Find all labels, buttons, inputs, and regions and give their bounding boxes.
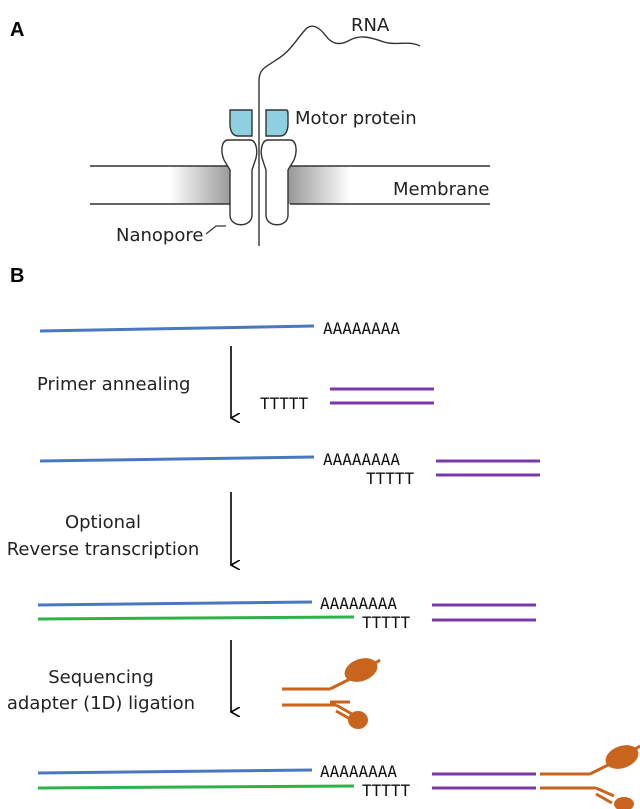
motor-protein-icon: [344, 658, 378, 682]
step-label-adapter-ligation: adapter (1D) ligation: [7, 693, 195, 714]
rna-label: RNA: [351, 15, 390, 36]
polyt-primer: TTTTT: [362, 781, 411, 800]
panel-b: B AAAAAAAA Primer annealing TTTTT AAAAAA…: [7, 265, 640, 809]
nanopore-pointer: [205, 225, 226, 235]
panel-a: A RNA Motor protein Membrane Nanopore: [10, 15, 490, 246]
nanopore-label: Nanopore: [116, 225, 203, 246]
cdna-strand-line: [37, 615, 355, 621]
polyt-primer: TTTTT: [366, 469, 415, 488]
step-label-sequencing: Sequencing: [48, 667, 154, 688]
rna-strand: [258, 25, 421, 246]
polya-tail: AAAAAAAA: [320, 594, 397, 613]
polyt-primer: TTTTT: [260, 394, 309, 413]
motor-protein-label: Motor protein: [295, 108, 417, 129]
row-ligated: AAAAAAAA TTTTT: [37, 744, 640, 809]
tether-icon: [614, 797, 634, 809]
panel-a-label: A: [10, 19, 24, 41]
step-label-reverse-transcription: Reverse transcription: [7, 539, 200, 560]
tether-icon: [348, 711, 368, 729]
sequencing-adapter: [282, 658, 381, 729]
membrane-label: Membrane: [393, 179, 489, 200]
step-label-optional: Optional: [65, 512, 141, 533]
motor-protein: [229, 109, 289, 137]
cdna-strand-line: [37, 784, 355, 790]
step-label-primer-annealing: Primer annealing: [37, 374, 190, 395]
row-annealed: AAAAAAAA TTTTT: [39, 450, 540, 488]
row-reverse-transcribed: AAAAAAAA TTTTT: [37, 594, 536, 632]
polyt-primer: TTTTT: [362, 613, 411, 632]
row-rna: AAAAAAAA: [39, 319, 400, 338]
panel-b-label: B: [10, 265, 24, 287]
rna-strand-line: [37, 768, 313, 775]
membrane: [90, 165, 490, 205]
polya-tail: AAAAAAAA: [320, 762, 397, 781]
polya-tail: AAAAAAAA: [323, 450, 400, 469]
polya-tail: AAAAAAAA: [323, 319, 400, 338]
free-primer: TTTTT: [260, 387, 434, 413]
rna-strand-line: [39, 324, 315, 333]
rna-strand-line: [37, 600, 313, 607]
rna-strand-line: [39, 455, 315, 463]
nanopore: [221, 139, 297, 226]
